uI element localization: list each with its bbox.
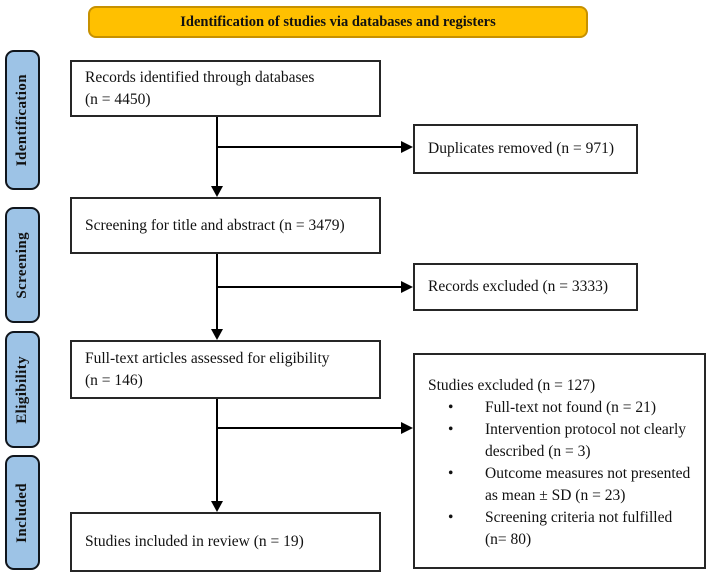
box-text-line: Full-text articles assessed for eligibil… xyxy=(85,349,330,367)
arrowhead-right xyxy=(401,141,413,153)
reason-lines: Outcome measures not presented as mean ±… xyxy=(485,463,696,507)
connector-screening-to-fulltext xyxy=(216,254,218,330)
reason-lines: Full-text not found (n = 21) xyxy=(485,397,696,419)
stage-screening: Screening xyxy=(5,207,40,323)
box-screening-title-abstract: Screening for title and abstract (n = 34… xyxy=(70,197,381,254)
excluded-reason: • Intervention protocol not clearly desc… xyxy=(428,419,696,463)
bullet-icon: • xyxy=(448,399,454,416)
box-text-line: Records identified through databases xyxy=(85,68,315,86)
connector-fulltext-to-included xyxy=(216,399,218,502)
box-studies-excluded: Studies excluded (n = 127) • Full-text n… xyxy=(413,353,706,569)
reason-lines: Intervention protocol not clearly descri… xyxy=(485,419,696,463)
box-text-line: (n = 146) xyxy=(85,371,143,389)
box-records-excluded: Records excluded (n = 3333) xyxy=(413,263,638,311)
box-fulltext-assessed: Full-text articles assessed for eligibil… xyxy=(70,340,381,399)
stage-label: Eligibility xyxy=(14,355,30,424)
reason-line: Outcome measures not presented xyxy=(485,465,691,482)
reason-line: described (n = 3) xyxy=(485,443,591,460)
bullet-icon: • xyxy=(448,465,454,482)
excluded-reason: • Full-text not found (n = 21) xyxy=(428,397,696,419)
arrowhead-down xyxy=(211,501,223,512)
bullet-icon: • xyxy=(448,509,454,526)
reason-line: (n= 80) xyxy=(485,531,532,548)
banner-title: Identification of studies via databases … xyxy=(88,6,588,38)
reason-line: Screening criteria not fulfilled xyxy=(485,509,673,526)
box-text-line: Studies included in review (n = 19) xyxy=(85,533,304,550)
arrowhead-right xyxy=(401,422,413,434)
box-studies-included: Studies included in review (n = 19) xyxy=(70,512,381,572)
box-text-line: Records excluded (n = 3333) xyxy=(428,278,609,295)
excluded-title: Studies excluded (n = 127) xyxy=(428,377,596,394)
box-records-identified: Records identified through databases (n … xyxy=(70,60,381,117)
reason-line: Full-text not found (n = 21) xyxy=(485,399,657,416)
stage-label: Identification xyxy=(14,73,30,167)
arrowhead-down xyxy=(211,329,223,340)
stage-included: Included xyxy=(5,455,40,570)
stage-label: Included xyxy=(14,482,30,543)
reason-line: as mean ± SD (n = 23) xyxy=(485,487,626,504)
stage-eligibility: Eligibility xyxy=(5,331,40,448)
box-text-line: Duplicates removed (n = 971) xyxy=(428,140,615,157)
excluded-reason: • Screening criteria not fulfilled (n= 8… xyxy=(428,507,696,551)
stage-identification: Identification xyxy=(5,50,40,190)
connector-to-records-excluded xyxy=(217,286,402,288)
connector-records-to-screening xyxy=(216,117,218,187)
box-text-line: Screening for title and abstract (n = 34… xyxy=(85,216,345,234)
arrowhead-down xyxy=(211,186,223,197)
arrowhead-right xyxy=(401,281,413,293)
reason-lines: Screening criteria not fulfilled (n= 80) xyxy=(485,507,696,551)
connector-to-studies-excluded xyxy=(217,427,402,429)
stage-label: Screening xyxy=(14,231,30,299)
box-duplicates-removed: Duplicates removed (n = 971) xyxy=(413,124,638,174)
excluded-reason: • Outcome measures not presented as mean… xyxy=(428,463,696,507)
reason-line: Intervention protocol not clearly xyxy=(485,421,687,438)
box-text-line: (n = 4450) xyxy=(85,90,151,108)
bullet-icon: • xyxy=(448,421,454,438)
banner-title-text: Identification of studies via databases … xyxy=(180,13,496,30)
connector-to-duplicates xyxy=(217,146,402,148)
